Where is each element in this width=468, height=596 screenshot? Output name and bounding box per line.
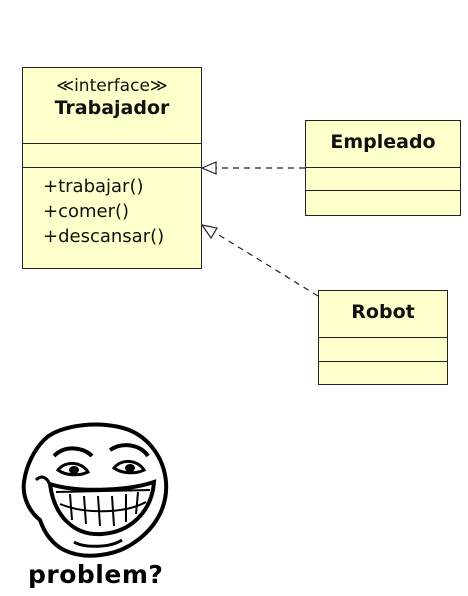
realization-arrowhead-robot bbox=[200, 224, 218, 240]
realization-arrowhead-empleado bbox=[200, 161, 217, 175]
interface-header: ≪interface≫ Trabajador bbox=[23, 68, 201, 144]
class-name: Robot bbox=[351, 301, 415, 323]
interface-stereotype: ≪interface≫ bbox=[56, 76, 168, 96]
realization-line-robot bbox=[213, 231, 319, 297]
class-name: Empleado bbox=[330, 131, 436, 153]
operation-descansar: +descansar() bbox=[43, 226, 165, 247]
meme-caption: problem? bbox=[28, 560, 164, 589]
interface-trabajador: ≪interface≫ Trabajador +trabajar() +come… bbox=[22, 67, 202, 269]
interface-operations: +trabajar() +comer() +descansar() bbox=[23, 168, 201, 249]
trollface-image bbox=[21, 422, 169, 558]
class-robot: Robot bbox=[318, 290, 448, 385]
operation-comer: +comer() bbox=[43, 201, 130, 222]
interface-name: Trabajador bbox=[54, 97, 170, 119]
class-attributes bbox=[319, 338, 447, 362]
operation-trabajar: +trabajar() bbox=[43, 176, 144, 197]
interface-attributes bbox=[23, 144, 201, 168]
class-empleado: Empleado bbox=[305, 120, 461, 216]
class-attributes bbox=[306, 168, 460, 191]
class-header: Robot bbox=[319, 291, 447, 338]
class-header: Empleado bbox=[306, 121, 460, 168]
